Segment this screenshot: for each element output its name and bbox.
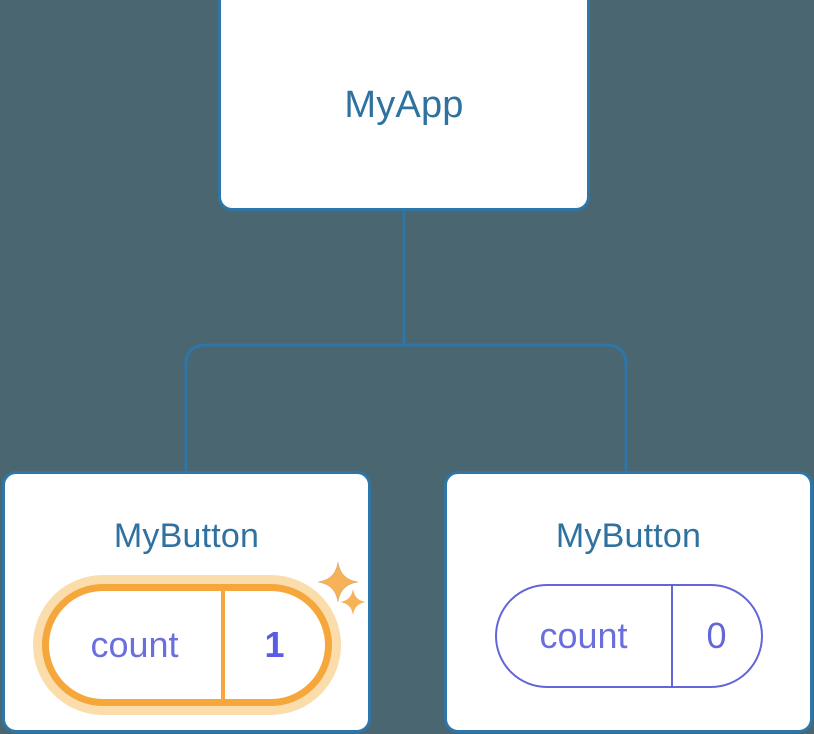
state-value-label: 1: [264, 624, 285, 665]
node-title-mybutton-right: MyButton: [555, 517, 702, 555]
state-pill-wrap-left: count 1: [5, 584, 368, 706]
node-title-mybutton-left: MyButton: [113, 517, 260, 555]
state-key-label: count: [49, 591, 225, 699]
node-card-root[interactable]: MyApp: [218, 0, 590, 211]
state-pill[interactable]: count 0: [494, 584, 763, 688]
node-card-mybutton-right[interactable]: MyButton count 0: [444, 471, 813, 733]
edge-to-child-right: [404, 343, 628, 474]
state-pill-wrap-right: count 0: [447, 584, 810, 688]
state-value-label: 0: [706, 615, 727, 656]
node-card-mybutton-left[interactable]: MyButton count 1: [2, 471, 371, 733]
state-pill-active[interactable]: count 1: [41, 584, 332, 706]
state-key-label: count: [497, 586, 673, 686]
node-title-root: MyApp: [344, 83, 464, 126]
edge-to-child-left: [184, 343, 404, 474]
